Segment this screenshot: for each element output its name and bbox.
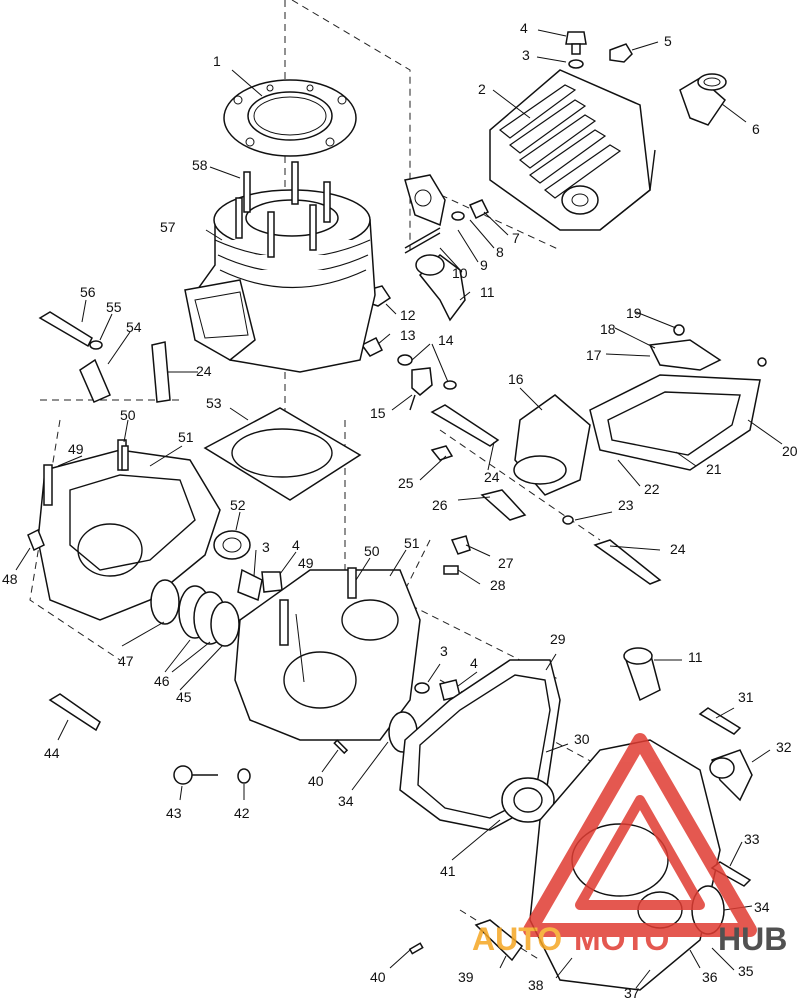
intake-reed-assembly	[430, 324, 767, 585]
bottom-left-parts	[48, 693, 251, 785]
callout-54: 54	[126, 319, 142, 335]
coolant-elbow-top	[415, 254, 466, 322]
callout-30: 30	[574, 731, 590, 747]
callout-9: 9	[480, 257, 488, 273]
crankcase-right	[234, 567, 421, 741]
callout-24-c: 24	[670, 541, 686, 557]
callout-33: 33	[744, 831, 760, 847]
callout-51-a: 51	[178, 429, 194, 445]
callout-13: 13	[400, 327, 416, 343]
callout-40-a: 40	[308, 773, 324, 789]
callout-48: 48	[2, 571, 18, 587]
callout-18: 18	[600, 321, 616, 337]
callout-22: 22	[644, 481, 660, 497]
callout-11-top: 11	[480, 284, 495, 300]
callout-36: 36	[702, 969, 718, 985]
head-gasket	[223, 79, 357, 157]
small-parts-27-28	[443, 535, 471, 575]
callout-57: 57	[160, 219, 176, 235]
callout-15: 15	[370, 405, 386, 421]
watermark-moto: MOTO	[574, 921, 669, 957]
callout-47: 47	[118, 653, 134, 669]
crankcase-studs	[27, 445, 129, 552]
callout-17: 17	[586, 347, 602, 363]
callout-23: 23	[618, 497, 634, 513]
callout-55: 55	[106, 299, 122, 315]
cylinder-head	[489, 69, 656, 231]
coolant-elbow-bottom	[623, 647, 661, 702]
callout-50-b: 50	[364, 543, 380, 559]
callout-20: 20	[782, 443, 798, 459]
callout-12: 12	[400, 307, 416, 323]
callout-8: 8	[496, 244, 504, 260]
watermark-triangle-icon	[523, 733, 757, 937]
callout-2: 2	[478, 81, 486, 97]
watermark-hub: HUB	[718, 921, 787, 957]
callout-40-b: 40	[370, 969, 386, 985]
callout-21: 21	[706, 461, 722, 477]
callout-11-bottom: 11	[688, 649, 703, 665]
manifold-parts	[404, 174, 490, 254]
callout-50-a: 50	[120, 407, 136, 423]
leader-lines	[15, 29, 783, 989]
callout-24-b: 24	[484, 469, 500, 485]
callout-4-b: 4	[292, 537, 300, 553]
watermark-auto: AUTO	[472, 921, 562, 957]
callout-numbers: 1 2 3 4 5 6 7 8 9 10 11 12 13 14 15 16 1…	[2, 20, 798, 1001]
bottom-pins	[408, 919, 524, 962]
callout-35: 35	[738, 963, 754, 979]
callout-49-a: 49	[68, 441, 84, 457]
callout-7: 7	[512, 230, 520, 246]
callout-52: 52	[230, 497, 246, 513]
callout-39: 39	[458, 969, 474, 985]
callout-38: 38	[528, 977, 544, 993]
callout-16: 16	[508, 371, 524, 387]
callout-14: 14	[438, 332, 454, 348]
watermark: AUTO MOTO HUB	[472, 733, 787, 957]
callout-34-a: 34	[338, 793, 354, 809]
callout-10: 10	[452, 265, 468, 281]
bearing-52	[213, 530, 251, 560]
callout-45: 45	[176, 689, 192, 705]
callout-51-b: 51	[404, 535, 420, 551]
callout-42: 42	[234, 805, 250, 821]
callout-25: 25	[398, 475, 414, 491]
callout-3-b: 3	[262, 539, 270, 555]
callout-53: 53	[206, 395, 222, 411]
intake-sleeve	[679, 73, 727, 126]
callout-3-c: 3	[440, 643, 448, 659]
callout-5: 5	[664, 33, 672, 49]
base-gasket	[203, 407, 362, 501]
crankshaft-bearings	[150, 568, 283, 647]
callout-3: 3	[522, 47, 530, 63]
callout-27: 27	[498, 555, 514, 571]
callout-24-a: 24	[196, 363, 212, 379]
callout-43: 43	[166, 805, 182, 821]
callout-28: 28	[490, 577, 506, 593]
callout-37: 37	[624, 985, 640, 1001]
bearing-41	[501, 777, 555, 823]
callout-44: 44	[44, 745, 60, 761]
callout-4-c: 4	[470, 655, 478, 671]
callout-41: 41	[440, 863, 456, 879]
callout-1: 1	[213, 53, 221, 69]
head-fasteners	[565, 31, 633, 69]
callout-31: 31	[738, 689, 754, 705]
callout-34-b: 34	[754, 899, 770, 915]
callout-4: 4	[520, 20, 528, 36]
callout-26: 26	[432, 497, 448, 513]
callout-29: 29	[550, 631, 566, 647]
callout-19: 19	[626, 305, 642, 321]
cylinder	[184, 161, 376, 373]
callout-32: 32	[776, 739, 792, 755]
callout-6: 6	[752, 121, 760, 137]
callout-49-b: 49	[298, 555, 314, 571]
callout-58: 58	[192, 157, 208, 173]
callout-56: 56	[80, 284, 96, 300]
left-studs	[38, 311, 171, 403]
callout-46: 46	[154, 673, 170, 689]
